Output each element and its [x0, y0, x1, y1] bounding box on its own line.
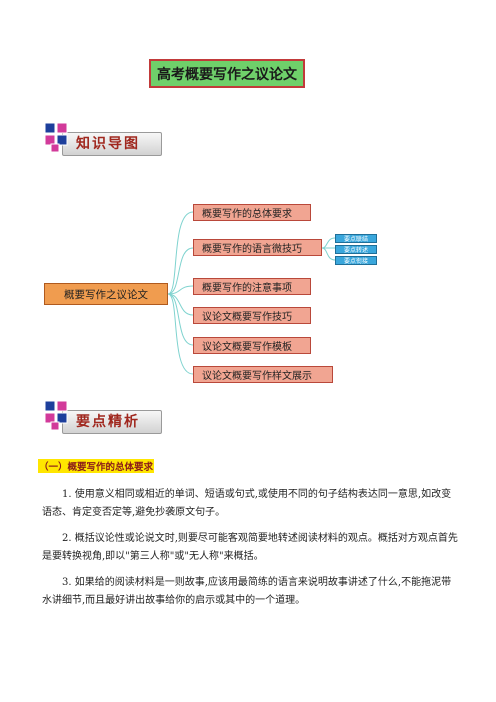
subheading: （一）概要写作的总体要求	[38, 459, 155, 473]
mindmap-sub-node: 要点转述	[335, 245, 377, 254]
connector-line	[167, 293, 194, 375]
section-header-bar	[62, 410, 162, 434]
mindmap-branch-node: 概要写作的总体要求	[193, 204, 311, 221]
mindmap-branch-node: 议论文概要写作模板	[193, 337, 311, 354]
mindmap-branch-node: 议论文概要写作技巧	[193, 307, 311, 324]
connector-line	[321, 247, 336, 261]
mindmap-branch-node: 概要写作的语言微技巧	[193, 239, 322, 256]
section-badge-icon	[44, 400, 68, 431]
mindmap-root-node: 概要写作之议论文	[44, 283, 168, 305]
connector-line	[167, 247, 194, 295]
mindmap-branch-node: 概要写作的注意事项	[193, 278, 311, 295]
mindmap-sub-node: 要点衔接	[335, 256, 377, 265]
section-badge-icon	[44, 122, 68, 153]
body-paragraph: 2. 概括议论性或论说文时,则要尽可能客观简要地转述阅读材料的观点。概括对方观点…	[42, 533, 458, 562]
connector-line	[167, 293, 194, 346]
mindmap-sub-node: 要点联结	[335, 234, 377, 243]
section-header-label: 知识导图	[76, 136, 140, 152]
connector-line	[167, 211, 194, 295]
body-paragraph: 3. 如果给的阅读材料是一则故事,应该用最简练的语言来说明故事讲述了什么,不能拖…	[42, 577, 452, 606]
connector-line	[321, 237, 336, 249]
mindmap-branch-node: 议论文概要写作样文展示	[193, 366, 333, 383]
connector-line	[167, 285, 194, 295]
body-paragraph: 1. 使用意义相同或相近的单词、短语或句式,或使用不同的句子结构表达同一意思,如…	[42, 489, 452, 518]
document-title: 高考概要写作之议论文	[149, 59, 305, 88]
section-header-mindmap: 知识导图	[42, 120, 162, 156]
section-header-keypoints: 要点精析	[42, 398, 162, 434]
section-header-label: 要点精析	[76, 414, 140, 430]
